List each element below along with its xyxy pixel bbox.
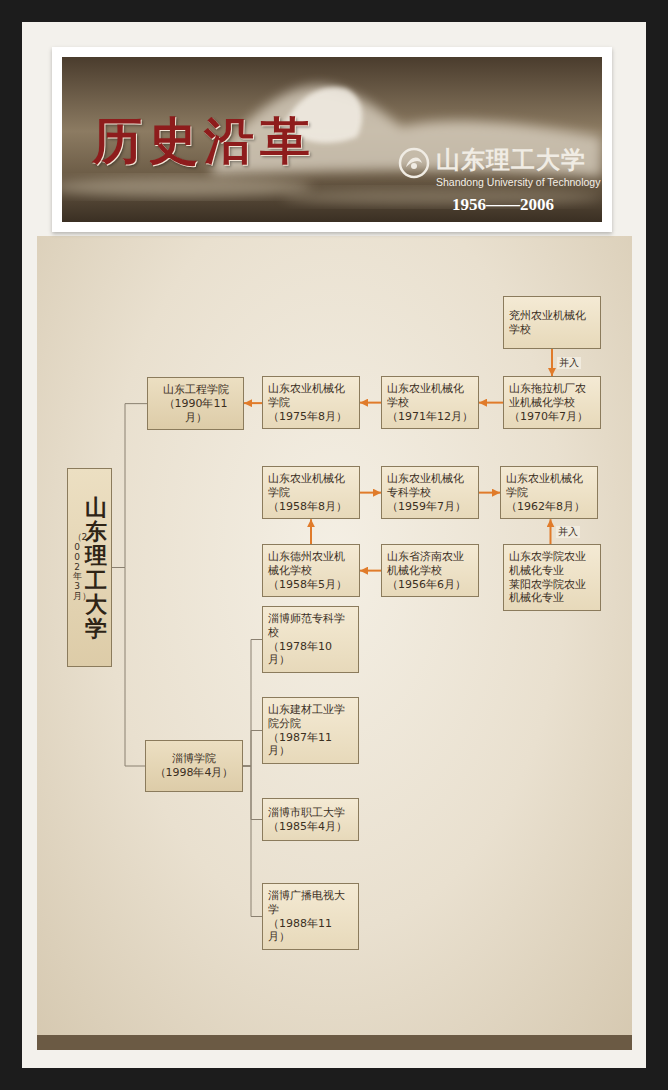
school-box: 山东农业机械化专科学校（1959年7月） <box>381 466 479 519</box>
box-date: （1958年5月） <box>268 578 354 592</box>
english-name: Shandong University of Technology <box>436 176 600 188</box>
school-box: 兖州农业机械化学校 <box>503 296 601 349</box>
box-name: 山东省济南农业机械化学校 <box>387 550 473 578</box>
school-box: 山东建材工业学院分院（1987年11月） <box>262 697 359 764</box>
box-name: 山东农业机械化学院 <box>506 472 592 500</box>
vertical-date: （2002年3月） <box>73 533 82 602</box>
arrow-line <box>550 519 552 544</box>
arrow-line <box>360 570 381 572</box>
school-box: 山东拖拉机厂农业机械化学校（1970年7月） <box>503 376 601 429</box>
box-name: 兖州农业机械化学校 <box>509 309 595 337</box>
school-box: 淄博广播电视大学（1988年11月） <box>262 883 359 950</box>
box-name: 山东农业机械化学院 <box>268 382 354 410</box>
school-box: 淄博师范专科学校（1978年10月） <box>262 606 359 673</box>
arrow-line <box>551 349 553 376</box>
box-name: 山东农业机械化学院 <box>268 472 354 500</box>
arrow-line <box>479 492 500 494</box>
box-name: 山东拖拉机厂农业机械化学校 <box>509 382 595 410</box>
school-box: 山东农业机械化学院（1975年8月） <box>262 376 360 429</box>
box-date: （1958年8月） <box>268 500 354 514</box>
school-box: 淄博学院（1998年4月） <box>145 740 243 792</box>
bottom-bar <box>37 1035 632 1050</box>
box-date: （1985年4月） <box>268 820 353 834</box>
box-name: 淄博师范专科学校 <box>268 612 353 640</box>
box-date: （1990年11月） <box>153 397 238 425</box>
box-date: （1956年6月） <box>387 578 473 592</box>
school-box: 淄博市职工大学（1985年4月） <box>262 798 359 841</box>
school-box: 山东农业机械化学校（1971年12月） <box>381 376 479 429</box>
logo-emblem <box>400 149 428 177</box>
school-box: 山东农学院农业机械化专业莱阳农学院农业机械化专业 <box>503 544 601 611</box>
school-box: 山东工程学院（1990年11月） <box>147 377 244 430</box>
box-date: 莱阳农学院农业机械化专业 <box>509 578 595 606</box>
box-date: （1988年11月） <box>268 917 353 945</box>
foam <box>282 189 602 205</box>
box-name: 山东德州农业机械化学校 <box>268 550 354 578</box>
arrow-line <box>244 402 262 404</box>
box-name: 山东农业机械化学校 <box>387 382 473 410</box>
box-date: （1978年10月） <box>268 640 353 668</box>
box-date: （1962年8月） <box>506 500 592 514</box>
box-name: 山东农业机械化专科学校 <box>387 472 473 500</box>
tree-line <box>243 640 262 767</box>
school-box: 山东农业机械化学院（1962年8月） <box>500 466 598 519</box>
box-date: （1975年8月） <box>268 410 354 424</box>
arrow-line <box>360 402 381 404</box>
vertical-name: 山东理工大学 <box>85 495 107 640</box>
tree-line <box>112 404 147 568</box>
root-box: （2002年3月）山东理工大学 <box>67 468 112 667</box>
page-title: 历史沿革 <box>92 108 316 175</box>
box-date: （1970年7月） <box>509 410 595 424</box>
box-date: （1998年4月） <box>151 766 237 780</box>
logo-text: 山东理工大学 <box>436 144 586 176</box>
tree-line <box>243 766 262 917</box>
box-date: （1959年7月） <box>387 500 473 514</box>
edge-label: 并入 <box>557 357 581 369</box>
arrow-line <box>479 402 503 404</box>
box-name: 山东工程学院 <box>153 383 238 397</box>
edge-label: 并入 <box>556 526 580 538</box>
box-name: 淄博市职工大学 <box>268 806 353 820</box>
box-name: 淄博广播电视大学 <box>268 889 353 917</box>
photo-ground <box>62 57 602 222</box>
tree-line <box>243 766 262 820</box>
box-date: （1987年11月） <box>268 731 353 759</box>
arrow-line <box>360 492 381 494</box>
arrow-line <box>310 519 312 544</box>
box-name: 淄博学院 <box>151 752 237 766</box>
tree-line <box>243 731 262 767</box>
school-box: 山东省济南农业机械化学校（1956年6月） <box>381 544 479 597</box>
year-span: 1956——2006 <box>452 195 554 215</box>
box-name: 山东农学院农业机械化专业 <box>509 550 595 578</box>
box-date: （1971年12月） <box>387 410 473 424</box>
box-name: 山东建材工业学院分院 <box>268 703 353 731</box>
school-box: 山东农业机械化学院（1958年8月） <box>262 466 360 519</box>
foam <box>62 177 312 197</box>
tree-line <box>112 568 145 767</box>
school-box: 山东德州农业机械化学校（1958年5月） <box>262 544 360 597</box>
